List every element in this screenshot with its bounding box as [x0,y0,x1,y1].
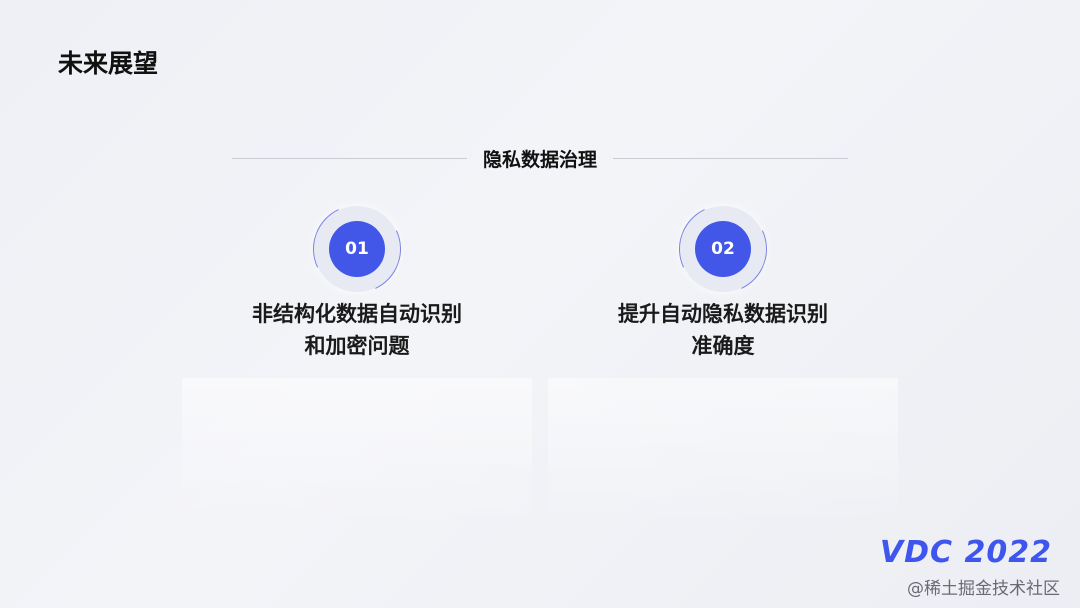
vdc-logo: VDC 2022 [879,535,1052,570]
divider [613,157,849,159]
item-card: 02 提升自动隐私数据识别准确度 [573,192,873,362]
item-label-line: 提升自动隐私数据识别 [618,302,828,326]
page-title: 未来展望 [58,49,159,78]
badge-number: 02 [695,221,751,277]
item-label-line: 非结构化数据自动识别 [252,302,462,326]
item-label: 提升自动隐私数据识别准确度 [573,298,873,362]
item-label-line: 准确度 [691,334,755,358]
divider [232,157,467,159]
section-heading: 隐私数据治理 [232,144,849,172]
decorative-panel [182,378,532,528]
item-label-line: 和加密问题 [304,334,410,358]
item-label: 非结构化数据自动识别和加密问题 [207,298,507,362]
item-card: 01 非结构化数据自动识别和加密问题 [207,192,507,362]
number-badge: 01 [300,192,414,306]
section-title: 隐私数据治理 [483,148,598,171]
decorative-panel [548,378,898,528]
number-badge: 02 [666,192,780,306]
watermark: @稀土掘金技术社区 [907,579,1060,599]
badge-number: 01 [329,221,385,277]
